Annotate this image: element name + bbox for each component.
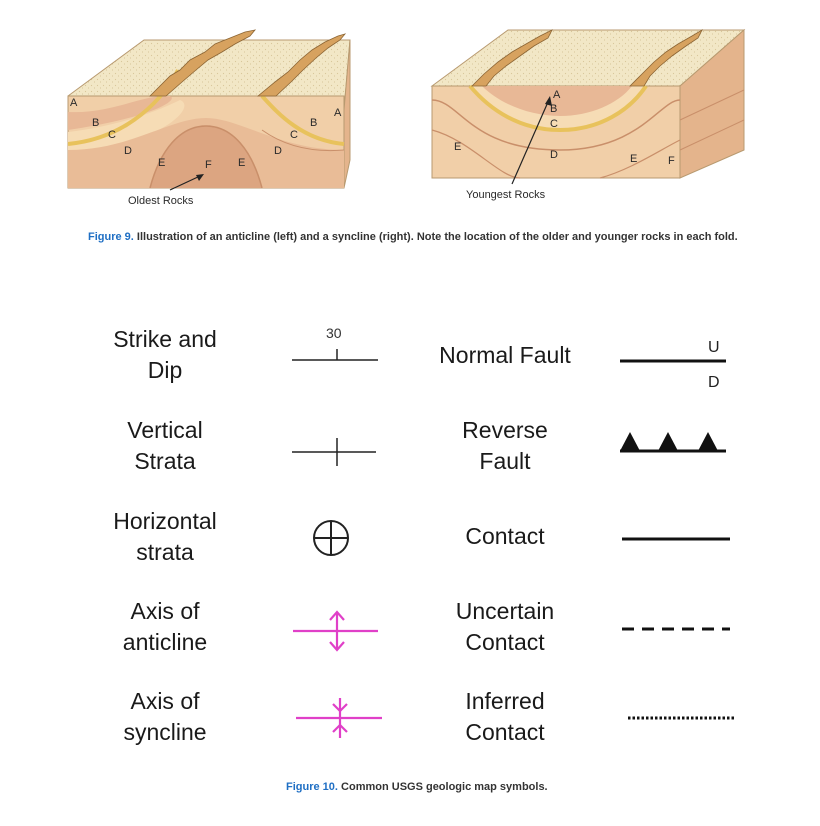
layer-letter: D (550, 149, 558, 161)
label-line: Dip (147, 357, 183, 383)
oldest-rocks-arrow (169, 174, 204, 191)
axis-syncline-label: Axis of syncline (90, 686, 240, 748)
layer-letter: E (158, 157, 165, 169)
figure9-caption: Figure 9. Illustration of an anticline (… (88, 231, 738, 243)
downthrown-label: D (708, 374, 720, 391)
figure10-caption-text: Common USGS geologic map symbols. (337, 781, 548, 793)
contact-label: Contact (420, 521, 590, 552)
label-line: Uncertain (455, 598, 555, 624)
label-line: Contact (465, 523, 545, 549)
layer-letter: A (553, 89, 561, 101)
uncertain-contact-label: Uncertain Contact (420, 596, 590, 658)
normal-fault-label: Normal Fault (420, 340, 590, 371)
layer-letter: C (108, 129, 116, 141)
label-line: Normal Fault (439, 342, 571, 368)
youngest-rocks-label: Youngest Rocks (466, 189, 546, 201)
youngest-rocks-arrow (511, 96, 552, 185)
anticline-axis-symbol (293, 610, 378, 652)
syncline-layer-letters: A B C D E E F (454, 89, 675, 167)
strike-dip-symbol: 30 (292, 325, 378, 361)
reverse-fault-symbol (620, 432, 726, 453)
label-line: Reverse (462, 417, 548, 443)
layer-letter: D (124, 145, 132, 157)
horizontal-strata-symbol (313, 520, 349, 556)
syncline-axis-symbol (296, 698, 382, 738)
layer-letter: E (630, 153, 637, 165)
anticline-block (67, 29, 351, 189)
layer-letter: B (92, 117, 99, 129)
layer-letter: B (310, 117, 317, 129)
label-line: syncline (123, 719, 207, 745)
anticline-layer-letters: A B C D E F E D C B A (70, 97, 342, 171)
label-line: Contact (465, 629, 545, 655)
inferred-contact-label: Inferred Contact (420, 686, 590, 748)
layer-letter: D (274, 145, 282, 157)
label-line: Horizontal (113, 508, 217, 534)
label-line: Fault (479, 448, 531, 474)
label-line: Vertical (127, 417, 203, 443)
strike-dip-label: Strike and Dip (90, 324, 240, 386)
normal-fault-symbol: U D (620, 339, 726, 391)
layer-letter: E (238, 157, 245, 169)
axis-anticline-label: Axis of anticline (90, 596, 240, 658)
figure10-caption-label: Figure 10. (286, 781, 338, 793)
horizontal-strata-label: Horizontal strata (90, 506, 240, 568)
layer-letter: F (668, 155, 675, 167)
layer-letter: B (550, 103, 557, 115)
reverse-fault-label: Reverse Fault (420, 415, 590, 477)
layer-letter: C (550, 118, 558, 130)
layer-letter: C (290, 129, 298, 141)
syncline-block (430, 28, 746, 179)
label-line: anticline (122, 629, 208, 655)
upthrown-label: U (708, 339, 720, 356)
figure9-caption-label: Figure 9. (88, 231, 134, 243)
map-symbols: 30 U D (292, 325, 736, 738)
label-line: Axis of (130, 598, 200, 624)
oldest-rocks-label: Oldest Rocks (128, 195, 194, 207)
vertical-strata-label: Vertical Strata (90, 415, 240, 477)
layer-letter: A (70, 97, 78, 109)
label-line: Strata (134, 448, 196, 474)
figure10-caption: Figure 10. Common USGS geologic map symb… (286, 781, 548, 793)
figure9-caption-text: Illustration of an anticline (left) and … (133, 231, 738, 243)
anticline-diagram: A B C D E F E D C B A Oldest Rocks A (67, 28, 746, 207)
label-line: strata (136, 539, 194, 565)
dip-value: 30 (326, 325, 342, 341)
label-line: Strike and (113, 326, 217, 352)
layer-letter: A (334, 107, 342, 119)
layer-letter: E (454, 141, 461, 153)
label-line: Contact (465, 719, 545, 745)
label-line: Axis of (130, 688, 200, 714)
label-line: Inferred (465, 688, 545, 714)
vertical-strata-symbol (292, 438, 376, 466)
layer-letter: F (205, 159, 212, 171)
